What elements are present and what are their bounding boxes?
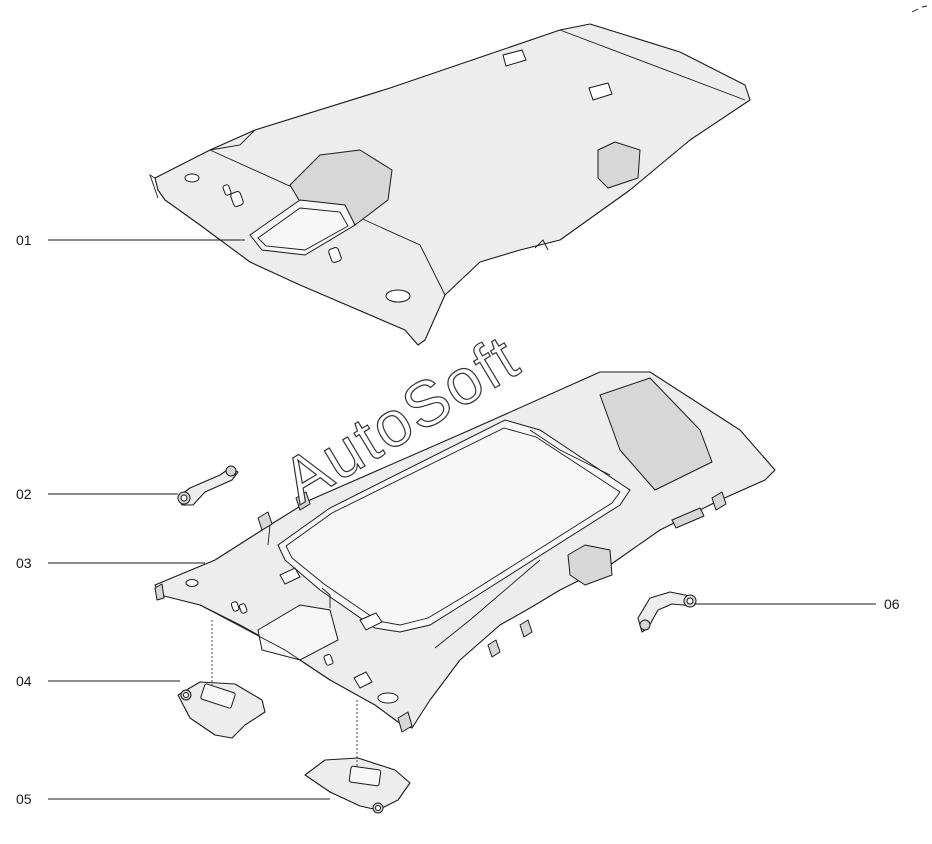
callout-01: 01 — [16, 232, 32, 248]
callout-04: 04 — [16, 673, 32, 689]
callout-03: 03 — [16, 555, 32, 571]
headliner-upper — [149, 23, 751, 346]
sun-visor-left — [177, 681, 266, 739]
callout-02: 02 — [16, 486, 32, 502]
corner-mark — [911, 5, 928, 13]
grab-handle-right — [637, 591, 697, 633]
callout-06: 06 — [884, 596, 900, 612]
sun-visor-right — [304, 757, 411, 814]
headliner-lower — [154, 371, 776, 733]
grab-handle-left — [177, 465, 239, 506]
callout-05: 05 — [16, 791, 32, 807]
